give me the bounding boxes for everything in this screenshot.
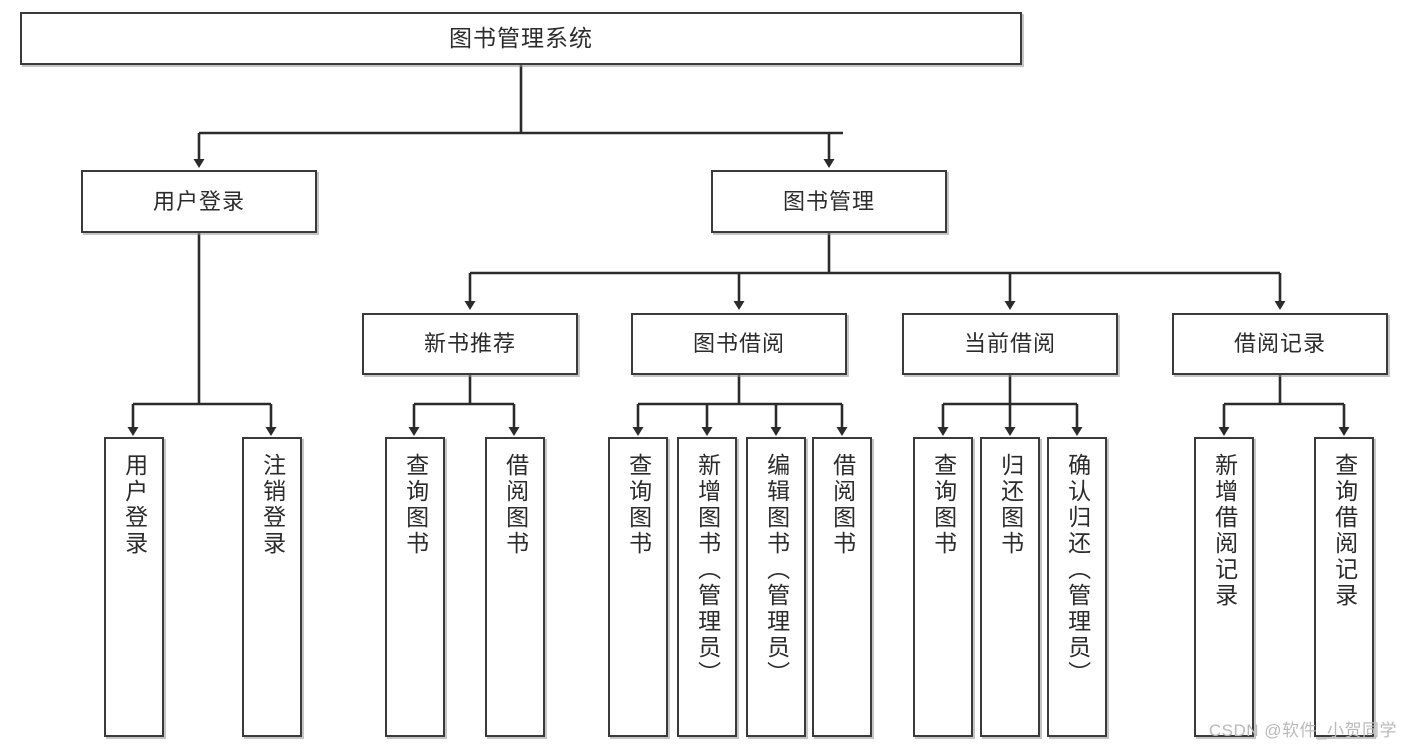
node-leaf-return-book[interactable]: 归还图书 <box>980 437 1040 737</box>
node-leaf-query-book-2[interactable]: 查询图书 <box>608 437 668 737</box>
node-leaf-query-book-3-label: 查询图书 <box>930 453 957 557</box>
node-leaf-add-book-label: 新增图书（管理员） <box>694 453 721 687</box>
node-current-borrow[interactable]: 当前借阅 <box>902 313 1118 375</box>
node-leaf-borrow-book-1[interactable]: 借阅图书 <box>485 437 545 737</box>
node-user-login-label: 用户登录 <box>152 188 245 214</box>
node-new-book-rec[interactable]: 新书推荐 <box>362 313 578 375</box>
node-book-borrow[interactable]: 图书借阅 <box>631 313 847 375</box>
node-leaf-user-login-label: 用户登录 <box>121 453 148 557</box>
node-leaf-query-book-1-label: 查询图书 <box>402 453 429 557</box>
node-leaf-logout[interactable]: 注销登录 <box>242 437 302 737</box>
node-leaf-add-book[interactable]: 新增图书（管理员） <box>677 437 737 737</box>
node-current-borrow-label: 当前借阅 <box>963 331 1056 357</box>
node-leaf-logout-label: 注销登录 <box>259 453 286 557</box>
node-leaf-query-record[interactable]: 查询借阅记录 <box>1314 437 1374 737</box>
node-leaf-query-record-label: 查询借阅记录 <box>1331 453 1358 609</box>
node-book-manage[interactable]: 图书管理 <box>711 170 947 233</box>
node-leaf-confirm-return-label: 确认归还（管理员） <box>1064 453 1091 687</box>
node-leaf-borrow-book-1-label: 借阅图书 <box>502 453 529 557</box>
node-leaf-return-book-label: 归还图书 <box>997 453 1024 557</box>
node-leaf-borrow-book-2[interactable]: 借阅图书 <box>812 437 872 737</box>
node-leaf-edit-book[interactable]: 编辑图书（管理员） <box>746 437 806 737</box>
node-user-login[interactable]: 用户登录 <box>81 170 317 233</box>
node-book-borrow-label: 图书借阅 <box>692 331 785 357</box>
node-book-manage-label: 图书管理 <box>782 188 875 214</box>
node-borrow-record[interactable]: 借阅记录 <box>1172 313 1388 375</box>
node-leaf-add-record-label: 新增借阅记录 <box>1211 453 1238 609</box>
node-borrow-record-label: 借阅记录 <box>1233 331 1326 357</box>
node-root[interactable]: 图书管理系统 <box>20 12 1022 65</box>
node-leaf-edit-book-label: 编辑图书（管理员） <box>763 453 790 687</box>
node-leaf-borrow-book-2-label: 借阅图书 <box>829 453 856 557</box>
node-root-label: 图书管理系统 <box>449 24 593 51</box>
csdn-watermark: CSDN @软件_小贺同学 <box>1208 721 1397 740</box>
node-leaf-query-book-3[interactable]: 查询图书 <box>913 437 973 737</box>
node-leaf-add-record[interactable]: 新增借阅记录 <box>1194 437 1254 737</box>
node-leaf-user-login[interactable]: 用户登录 <box>104 437 164 737</box>
node-leaf-query-book-1[interactable]: 查询图书 <box>385 437 445 737</box>
node-new-book-rec-label: 新书推荐 <box>423 331 516 357</box>
node-leaf-query-book-2-label: 查询图书 <box>625 453 652 557</box>
node-leaf-confirm-return[interactable]: 确认归还（管理员） <box>1047 437 1107 737</box>
